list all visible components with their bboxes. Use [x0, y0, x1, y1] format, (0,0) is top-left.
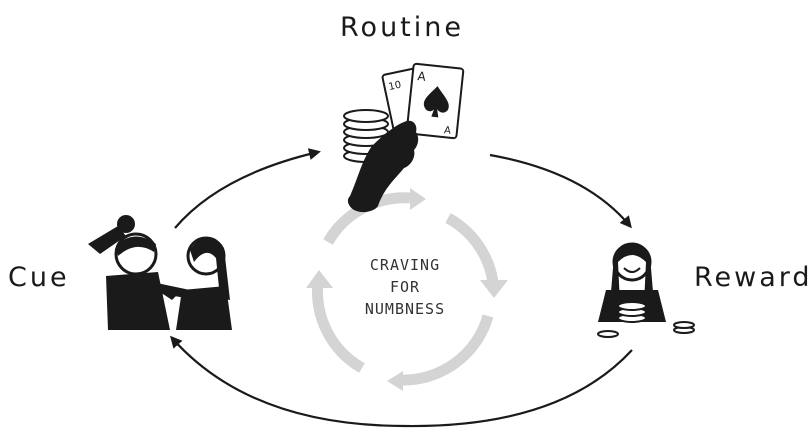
arrow-cue-to-routine: [174, 148, 321, 229]
card-rank-ace: A: [417, 69, 427, 84]
reward-chips-icon: [597, 301, 695, 338]
spade-icon: [423, 86, 449, 118]
smiling-woman-icon: [598, 242, 666, 322]
craving-line-1: CRAVING: [369, 256, 441, 274]
craving-line-2: FOR: [389, 278, 421, 296]
craving-cycle-arrowheads: [306, 188, 508, 391]
playing-cards-icon: 10 A A: [381, 62, 465, 140]
craving-line-3: NUMBNESS: [364, 300, 446, 318]
card-rank-ace-corner: A: [443, 125, 451, 137]
craving-text: CRAVING FOR NUMBNESS: [340, 254, 470, 320]
reward-label: Reward: [694, 262, 811, 293]
cue-label: Cue: [8, 262, 70, 293]
arrow-routine-to-reward: [489, 153, 632, 229]
arrow-reward-to-cue: [170, 335, 633, 428]
routine-label: Routine: [340, 12, 464, 43]
hand-icon: [347, 120, 419, 213]
arguing-couple-icon: [88, 215, 232, 330]
card-rank-10: 10: [388, 80, 403, 93]
